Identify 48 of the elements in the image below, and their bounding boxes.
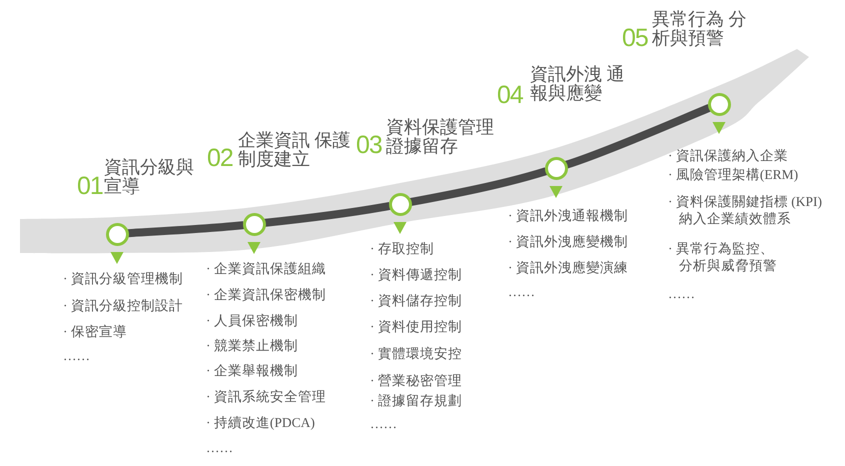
arrow [550, 186, 562, 198]
list-item: · 資訊分級管理機制 [63, 270, 184, 286]
list-item: · 資料儲存控制 [370, 292, 463, 308]
arrow [394, 222, 406, 234]
step-number: 04 [497, 83, 523, 108]
step-title: 資訊外洩 通報與應變 [530, 65, 626, 103]
list-item: · 異常行為監控、分析與威脅預警 [668, 240, 778, 274]
list-item: · 資訊保護納入企業 [668, 146, 789, 164]
list-item: · 實體環境安控 [370, 344, 463, 362]
list-item: · 資訊外洩應變機制 [508, 232, 629, 250]
connector-line [564, 104, 711, 169]
list-item: · 持續改進(PDCA) [206, 414, 316, 430]
list-item: · 企業舉報機制 [206, 362, 299, 378]
list-item: · 資訊外洩通報機制 [508, 206, 629, 224]
connector-line [127, 221, 244, 238]
step-title: 資料保護管理證據留存 [386, 118, 495, 156]
step-number: 03 [356, 133, 382, 158]
list-item: · 保密宣導 [63, 322, 128, 340]
list-item: · 證據留存規劃 [370, 392, 463, 408]
arrow [248, 242, 260, 254]
step-title: 企業資訊 保護制度建立 [238, 131, 352, 169]
list-item: …… [668, 284, 696, 302]
step-title: 異常行為 分析與預警 [652, 10, 748, 48]
list-item: · 資料傳遞控制 [370, 266, 463, 282]
list-item: …… [63, 346, 91, 364]
list-item: …… [508, 282, 536, 300]
list-item: …… [370, 414, 398, 432]
list-item: · 存取控制 [370, 240, 435, 256]
list-item: · 資訊外洩應變演練 [508, 258, 629, 276]
list-item: …… [206, 438, 234, 456]
step-title: 資訊分級與宣導 [104, 158, 195, 196]
step-number: 05 [622, 26, 648, 51]
list-item: · 企業資訊保密機制 [206, 286, 327, 302]
list-item: · 人員保密機制 [206, 312, 299, 328]
list-item: · 資訊系統安全管理 [206, 388, 327, 404]
list-item: · 風險管理架構(ERM) [668, 166, 800, 182]
list-item: · 企業資訊保護組織 [206, 260, 327, 276]
list-item: · 資料保護關鍵指標 (KPI)納入企業績效體系 [668, 193, 823, 227]
connector-line [264, 202, 390, 227]
list-item: · 競業禁止機制 [206, 336, 299, 354]
list-item: · 資訊分級控制設計 [63, 296, 184, 314]
connector-line [410, 167, 548, 206]
step-number: 02 [207, 146, 233, 171]
list-item: · 資料使用控制 [370, 318, 463, 334]
list-item: · 營業秘密管理 [370, 372, 463, 388]
step-number: 01 [77, 174, 103, 199]
arrow [712, 122, 726, 134]
arrow [110, 252, 124, 264]
